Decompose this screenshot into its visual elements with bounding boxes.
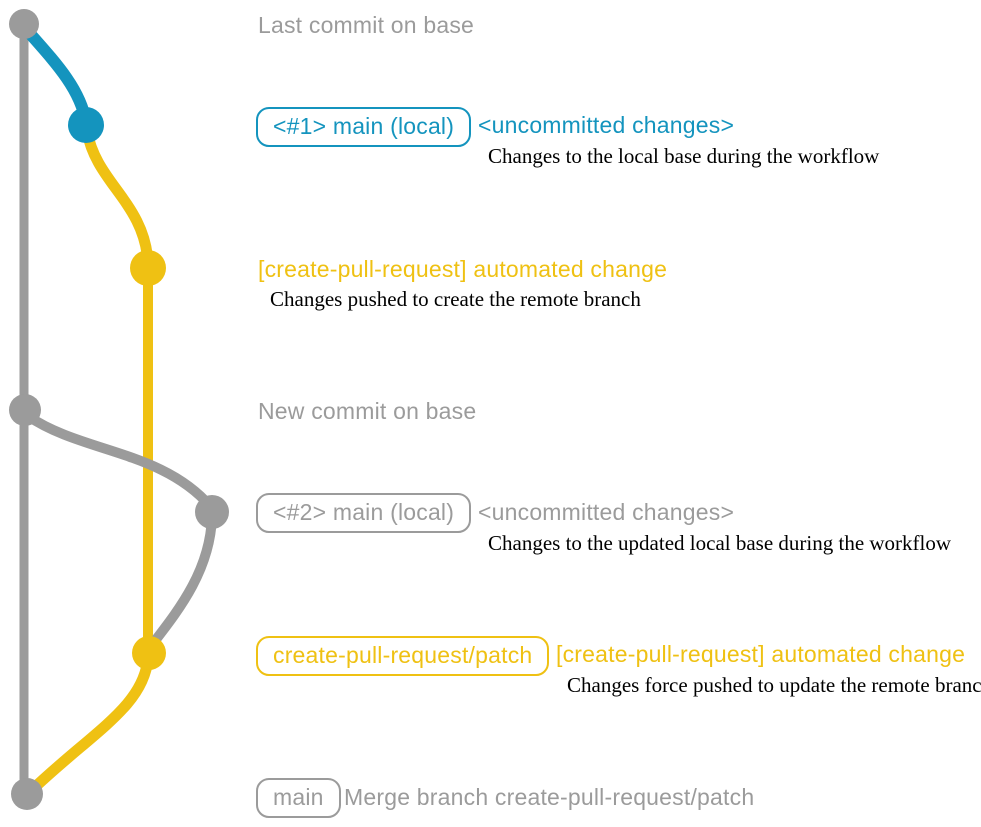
commit-node-merge xyxy=(11,778,43,810)
branch-badge-patch: create-pull-request/patch xyxy=(256,636,550,676)
automated-change-title-2: [create-pull-request] automated change xyxy=(556,641,966,667)
commit-node-local-main-2 xyxy=(195,495,229,529)
automated-change-title-1: [create-pull-request] automated change xyxy=(258,256,668,282)
merge-commit-label: Merge branch create-pull-request/patch xyxy=(344,784,755,810)
automated-change-note-1: Changes pushed to create the remote bran… xyxy=(270,287,641,311)
branch-badge-main-final: main xyxy=(256,778,341,818)
local-main-branch-line xyxy=(20,24,92,124)
uncommitted-changes-note-2: Changes to the updated local base during… xyxy=(488,531,952,555)
patch-branch-merge-curve xyxy=(29,657,154,793)
automated-change-note-2: Changes force pushed to update the remot… xyxy=(567,673,981,697)
uncommitted-changes-title-2: <uncommitted changes> xyxy=(478,499,735,525)
uncommitted-changes-note-1: Changes to the local base during the wor… xyxy=(488,144,880,168)
patch-branch-curve-top xyxy=(81,129,154,263)
commit-node-automated-change-2 xyxy=(132,636,166,670)
commit-node-last-base xyxy=(9,9,39,39)
updated-local-main-branch-curve xyxy=(25,411,215,511)
uncommitted-changes-title-1: <uncommitted changes> xyxy=(478,112,735,138)
commit-node-automated-change-1 xyxy=(130,250,166,286)
git-graph xyxy=(9,9,229,810)
last-commit-label: Last commit on base xyxy=(258,12,475,38)
branch-badge-main-local-2: <#2> main (local) xyxy=(256,493,472,533)
new-commit-label: New commit on base xyxy=(258,398,477,424)
commit-node-local-main-1 xyxy=(68,107,104,143)
branch-badge-main-local-1: <#1> main (local) xyxy=(256,107,472,147)
updated-local-main-rebase-curve xyxy=(147,516,217,650)
commit-node-new-base xyxy=(9,394,41,426)
